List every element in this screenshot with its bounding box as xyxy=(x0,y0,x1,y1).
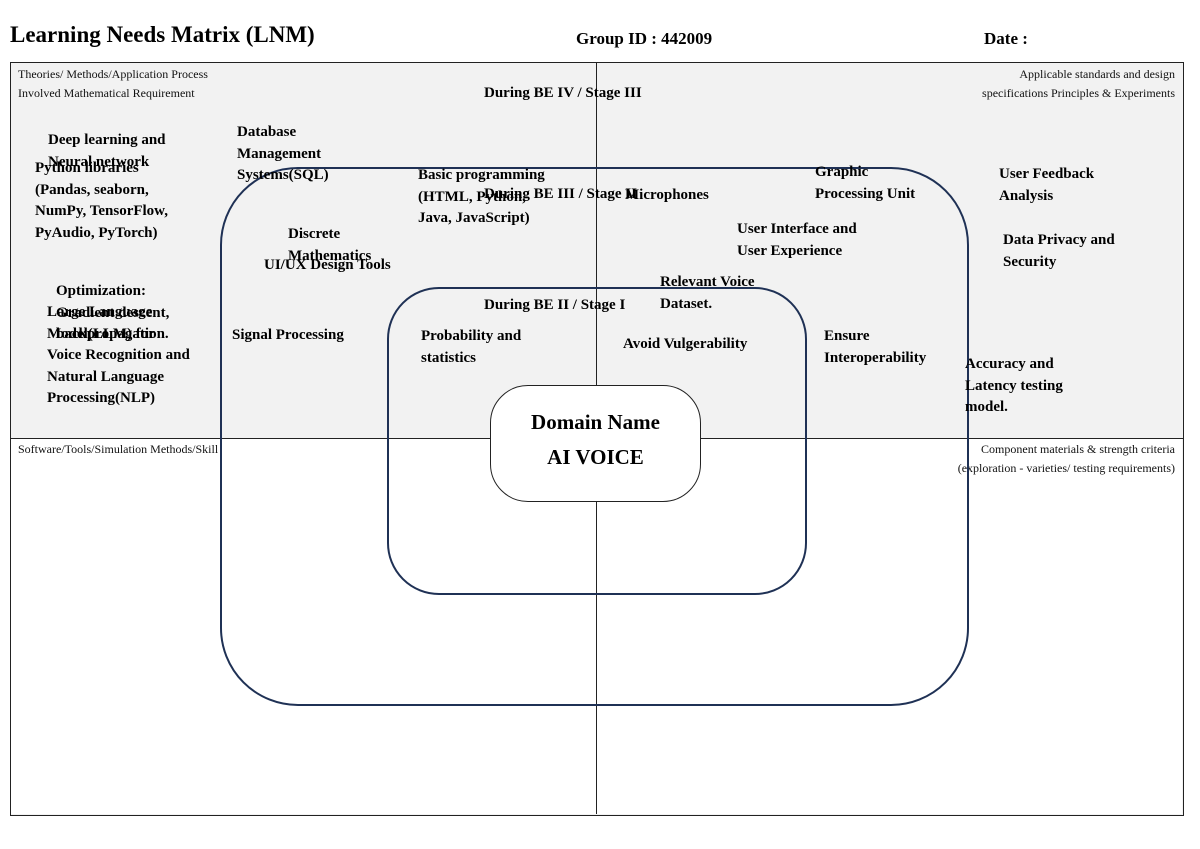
item-python-libraries: Python libraries (Pandas, seaborn, NumPy… xyxy=(35,160,168,241)
item-interoperability: Ensure Interoperability xyxy=(824,328,927,366)
item-ui-ux: User Interface and User Experience xyxy=(737,221,857,259)
quadrant-label-software: Software/Tools/Simulation Methods/Skill xyxy=(18,442,219,456)
item-deep-learning: Deep learning and Neural network xyxy=(48,132,166,170)
item-data-privacy: Data Privacy and Security xyxy=(1003,232,1115,270)
stage-1-ring xyxy=(387,287,807,595)
domain-box: Domain Name AI VOICE xyxy=(490,385,701,502)
item-llm: Large Language Model(LLM) for Voice Reco… xyxy=(47,304,190,406)
page-title: Learning Needs Matrix (LNM) xyxy=(10,22,315,47)
item-optimization: Optimization: Gradient descent, backprop… xyxy=(56,283,170,342)
stage-2-label: During BE III / Stage II xyxy=(484,186,637,202)
item-probability: Probability and statistics xyxy=(421,328,522,366)
group-id: Group ID : 442009 xyxy=(576,29,713,48)
stage-3-label: During BE IV / Stage III xyxy=(484,85,642,101)
item-uiux-tools: UI/UX Design Tools xyxy=(264,257,391,273)
item-microphones: Microphones xyxy=(625,187,709,203)
item-signal-processing: Signal Processing xyxy=(232,327,344,343)
date-label: Date : xyxy=(984,29,1028,48)
quadrant-label-materials: Component materials & strength criteria … xyxy=(957,442,1175,475)
item-gpu: Graphic Processing Unit xyxy=(815,164,916,202)
stage-1-label: During BE II / Stage I xyxy=(484,297,626,313)
item-basic-programming: Basic programming (HTML, Python, Java, J… xyxy=(418,167,545,226)
domain-value: AI VOICE xyxy=(547,445,644,469)
item-avoid-vulgarity: Avoid Vulgerability xyxy=(623,336,748,352)
stage-2-ring xyxy=(220,167,969,706)
item-accuracy-testing: Accuracy and Latency testing model. xyxy=(965,356,1063,415)
item-dbms: Database Management Systems(SQL) xyxy=(237,124,329,183)
quadrant-label-standards: Applicable standards and design specific… xyxy=(982,67,1175,100)
item-user-feedback: User Feedback Analysis xyxy=(999,166,1095,204)
item-discrete-math: Discrete Mathematics xyxy=(288,226,372,264)
item-voice-dataset: Relevant Voice Dataset. xyxy=(660,274,755,312)
quadrant-label-theories: Theories/ Methods/Application Process In… xyxy=(18,67,208,100)
domain-label: Domain Name xyxy=(531,410,660,434)
